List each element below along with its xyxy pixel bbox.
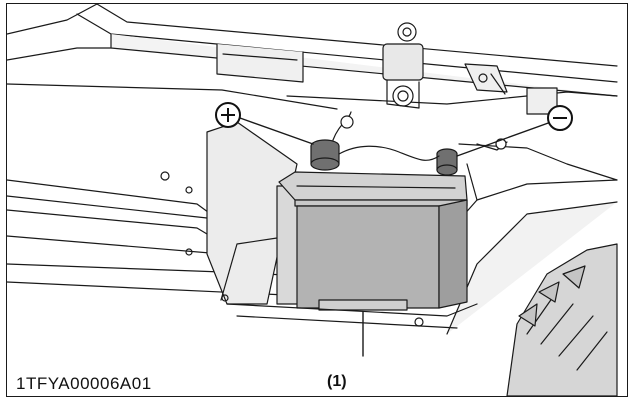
hinge-bracket [382,22,424,109]
diagram-frame: 1TFYA00006A01 (1) [6,3,628,397]
plus-terminal-icon [215,102,241,128]
battery-compartment-illustration [7,4,618,396]
tire [506,243,618,396]
latch-bracket [464,63,558,115]
minus-terminal-icon [547,105,573,131]
battery [278,171,468,311]
negative-terminal [436,148,458,176]
upper-frame-member [7,4,618,110]
callout-label: (1) [327,373,347,390]
positive-terminal [310,139,340,171]
battery-base [226,303,478,329]
figure-code: 1TFYA00006A01 [16,374,152,393]
leader-lines [239,117,552,357]
battery-cables [332,111,508,161]
